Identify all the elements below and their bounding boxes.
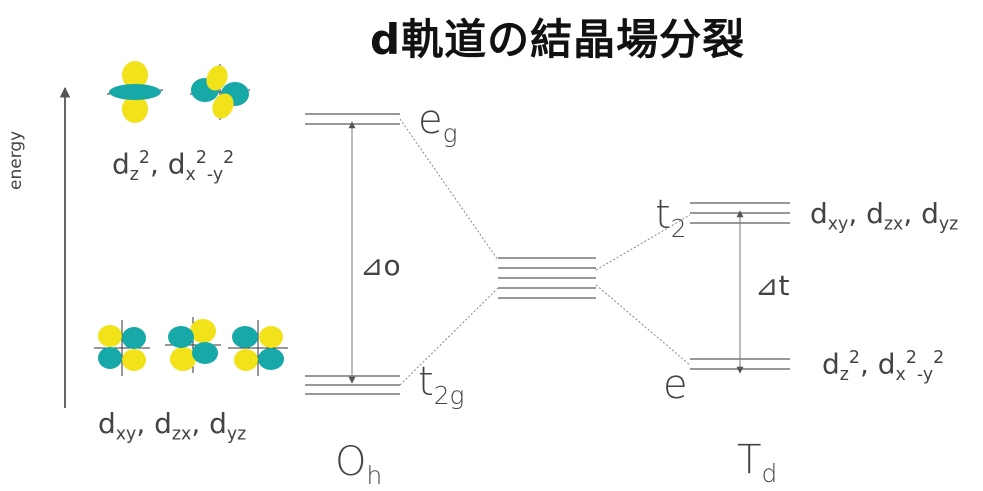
oh-symmetry-label: Oh [335,439,383,490]
oh-eg-label: eg [418,97,458,148]
page-title: d軌道の結晶場分裂 [370,15,746,64]
dyz-orbital-icon [228,320,288,376]
dz2-orbital-icon [106,61,164,123]
left-upper-orbital-labels: dz2, dx2-y2 [112,147,235,185]
energy-axis-label: energy [6,130,26,190]
correlation-lines [399,118,691,386]
oh-t2g-label: t2g [418,359,465,410]
td-upper-orbital-labels: dxy, dzx, dyz [810,197,959,235]
dx2-y2-orbital-icon [189,64,251,120]
dxy-orbital-icon [94,320,150,376]
td-e-label: e [663,362,688,408]
dzx-orbital-icon [165,317,221,373]
td-symmetry-label: Td [737,437,778,488]
td-lower-orbital-labels: dz2, dx2-y2 [822,347,945,385]
td-delta-label: ⊿t [755,269,790,302]
free-ion-levels [498,257,596,299]
oh-delta-label: ⊿o [360,249,401,282]
td-t2-label: t2 [655,192,687,243]
left-lower-orbital-labels: dxy, dzx, dyz [98,407,247,445]
